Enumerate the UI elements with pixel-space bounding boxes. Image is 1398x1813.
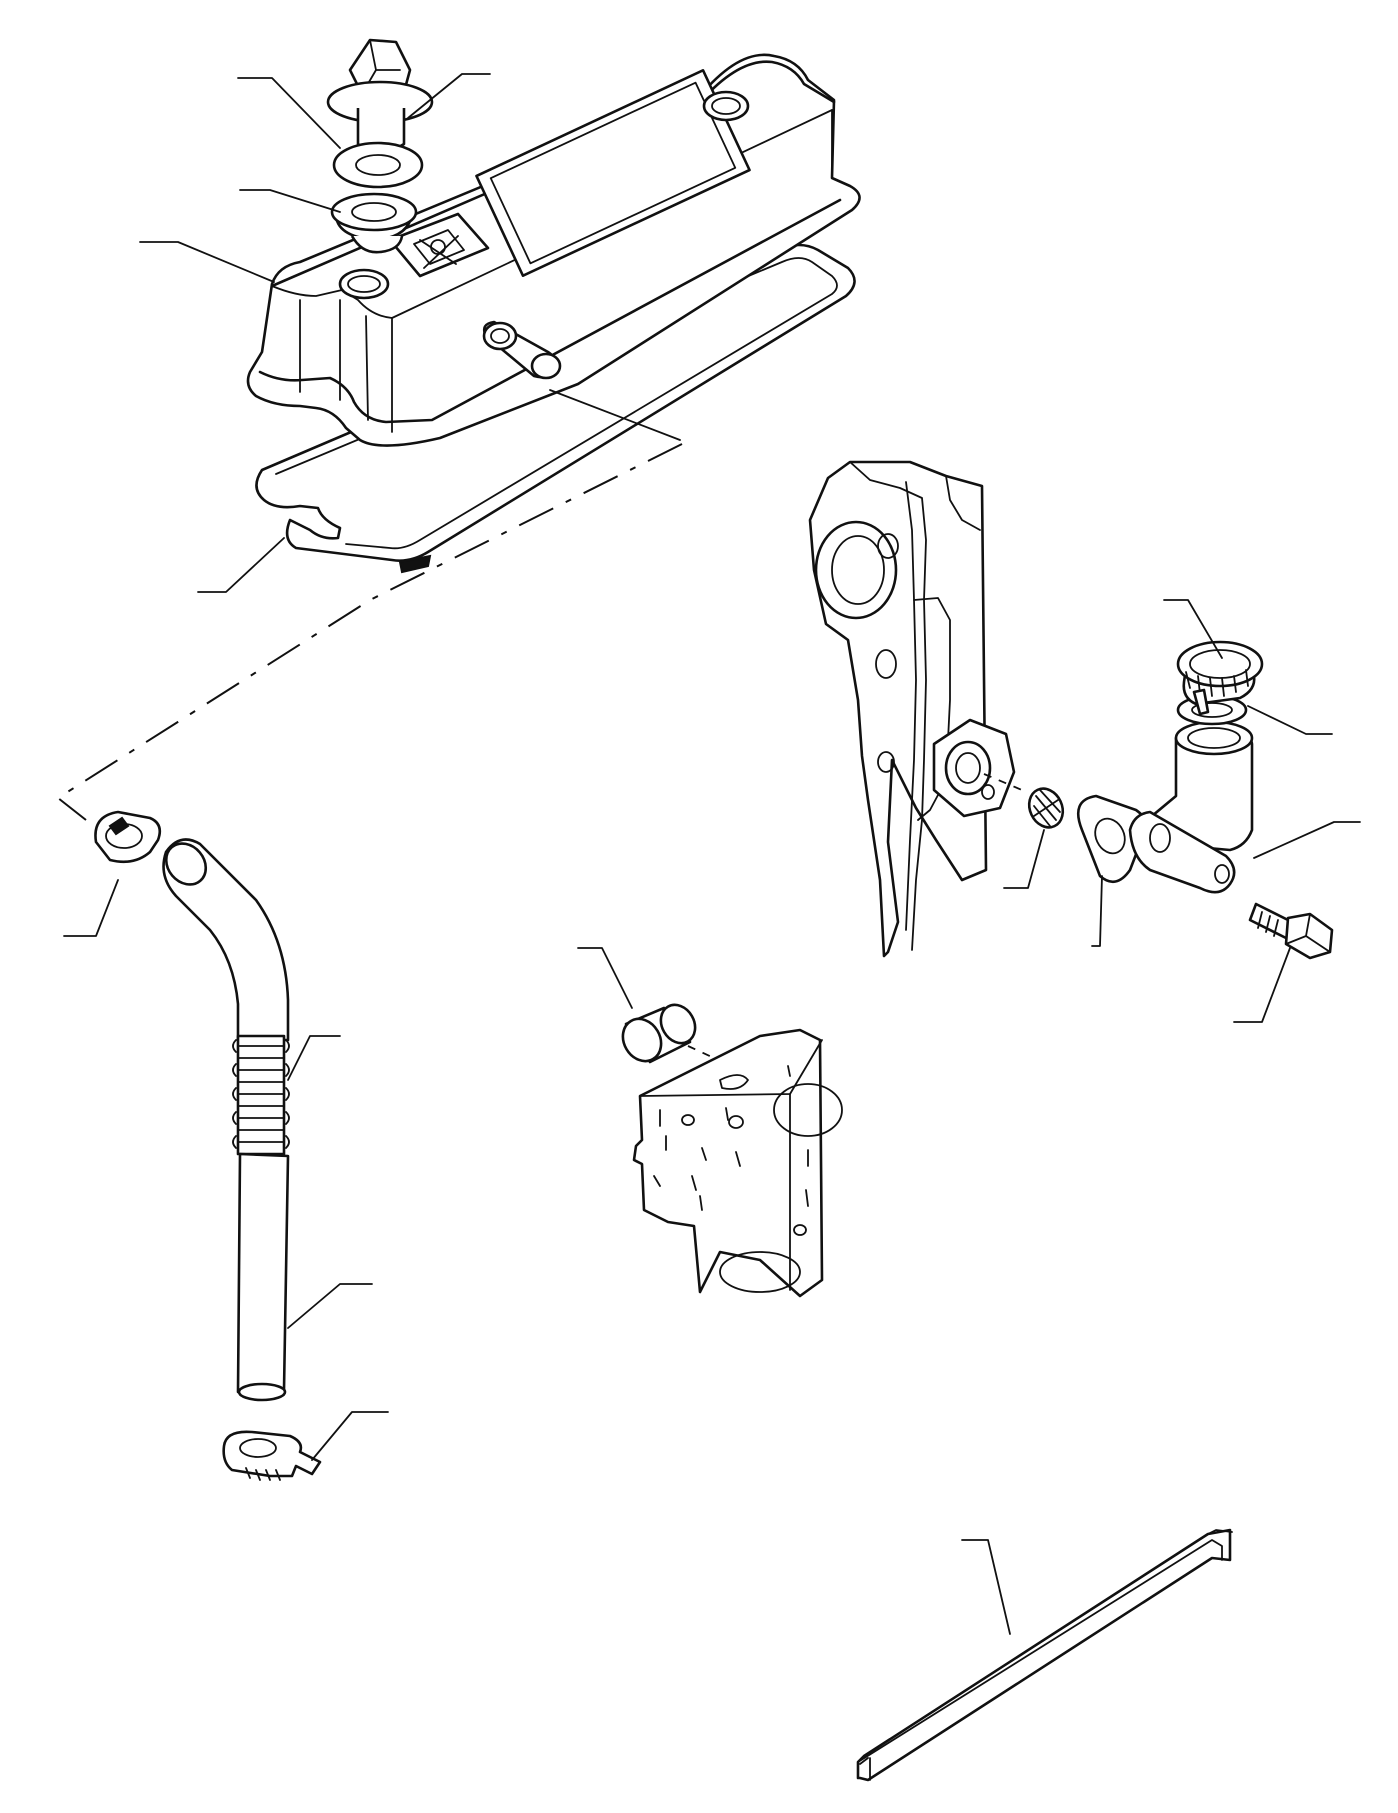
grommet [330, 192, 418, 254]
hose-clamp-upper [94, 810, 162, 864]
leader-lines-right [1003, 599, 1361, 1023]
filler-elbow-bolt [1248, 902, 1334, 960]
valve-cover-gasket [255, 243, 856, 574]
block-plug [621, 1003, 697, 1064]
filler-elbow [1128, 720, 1254, 894]
leader-lines-top [139, 73, 681, 593]
strip-leader [961, 1539, 1011, 1635]
valve-cover [246, 53, 861, 447]
plug-leader [577, 947, 633, 1009]
engine-front-cover [808, 460, 1016, 958]
breather-hose [162, 838, 290, 1042]
oil-filler-cap [1176, 640, 1264, 716]
cylinder-block-fragment [632, 1028, 843, 1298]
hose-lower-section [236, 1152, 290, 1402]
flange-bolt [326, 38, 434, 154]
hose-clip-bracket [222, 1430, 322, 1481]
strainer [1027, 787, 1065, 829]
side-gasket-strip [856, 1528, 1233, 1782]
corrugated-hose-section [232, 1034, 290, 1156]
centerline-breather [56, 443, 683, 821]
leader-lines-left [63, 879, 389, 1461]
washer [332, 141, 424, 189]
filler-centerline [983, 773, 1023, 791]
